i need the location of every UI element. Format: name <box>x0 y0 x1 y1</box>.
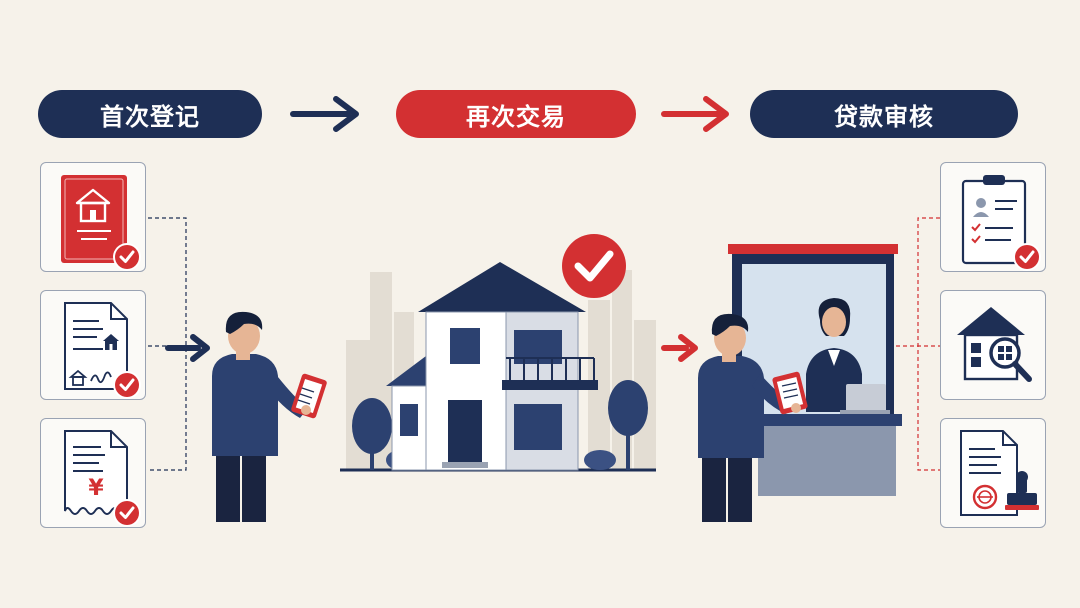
clipboard-profile-icon <box>961 175 1041 271</box>
card-house-deed <box>40 290 146 400</box>
check-badge-icon <box>113 371 141 399</box>
approved-check-icon <box>562 234 626 298</box>
arrow-right-icon <box>165 334 210 362</box>
step-resale-label: 再次交易 <box>466 102 566 131</box>
homeowner-figure <box>212 311 327 522</box>
arrow-right-icon <box>661 96 729 132</box>
step-resale: 再次交易 <box>396 90 636 138</box>
arrow-right-icon <box>290 96 359 132</box>
applicant-figure <box>698 313 808 522</box>
yen-symbol: ¥ <box>88 476 104 501</box>
property-certificate-icon <box>61 175 141 271</box>
yen-receipt-icon: ¥ <box>64 430 141 527</box>
arrow-right-icon <box>661 334 698 362</box>
step-loan-review-label: 贷款审核 <box>834 102 934 131</box>
step-first-registration: 首次登记 <box>38 90 262 138</box>
right-connector-lines <box>896 217 940 471</box>
bank-clerk-figure <box>806 298 862 412</box>
stamped-contract-icon <box>960 430 1039 516</box>
tree-icon <box>608 380 648 470</box>
check-badge-icon <box>113 499 141 527</box>
tablet-document-icon <box>291 373 327 419</box>
card-payment-receipt: ¥ <box>40 418 146 528</box>
house-illustration <box>340 262 656 472</box>
bank-counter-illustration <box>724 244 902 496</box>
house-deed-document-icon <box>64 302 141 399</box>
city-skyline <box>346 270 656 470</box>
check-badge-icon <box>113 243 141 271</box>
card-applicant-checklist <box>940 162 1046 272</box>
check-badge-icon <box>1013 243 1041 271</box>
card-stamped-contract <box>940 418 1046 528</box>
house-search-icon <box>957 307 1032 382</box>
document-folder-icon <box>772 371 808 415</box>
left-connector-lines <box>148 217 187 471</box>
step-first-registration-label: 首次登记 <box>100 102 200 131</box>
card-property-appraisal <box>940 290 1046 400</box>
laptop-icon <box>840 384 890 414</box>
card-property-certificate <box>40 162 146 272</box>
tree-icon <box>352 398 392 470</box>
step-loan-review: 贷款审核 <box>750 90 1018 138</box>
